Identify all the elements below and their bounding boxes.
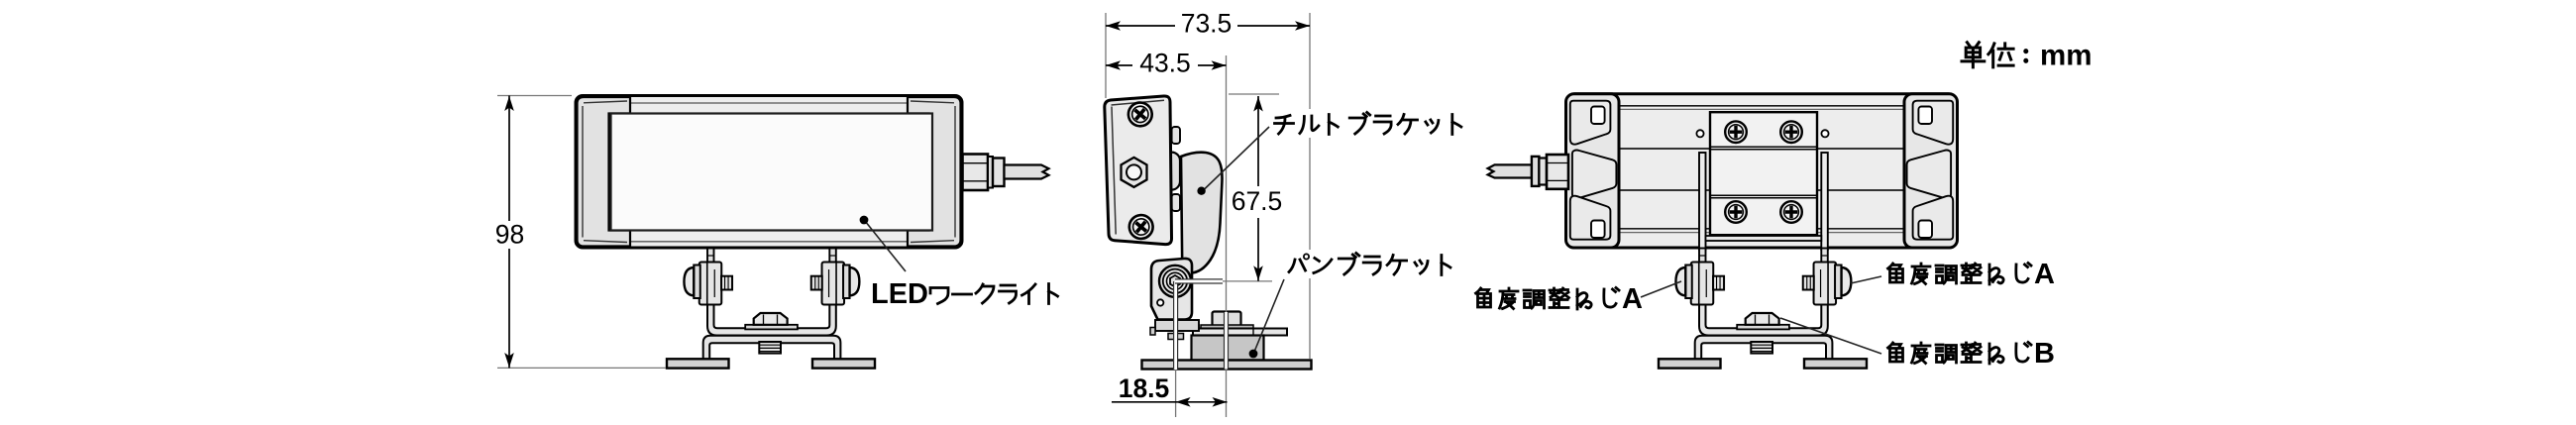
svg-text:A: A xyxy=(1622,283,1643,315)
svg-text:B: B xyxy=(2034,338,2055,370)
svg-text:67.5: 67.5 xyxy=(1232,186,1283,216)
svg-text:A: A xyxy=(2034,259,2055,290)
svg-text:mm: mm xyxy=(2040,40,2092,72)
svg-text:43.5: 43.5 xyxy=(1139,49,1191,78)
svg-text:18.5: 18.5 xyxy=(1119,373,1170,403)
svg-text:73.5: 73.5 xyxy=(1181,9,1233,39)
svg-text:LED: LED xyxy=(871,278,928,310)
svg-text:98: 98 xyxy=(495,220,524,250)
